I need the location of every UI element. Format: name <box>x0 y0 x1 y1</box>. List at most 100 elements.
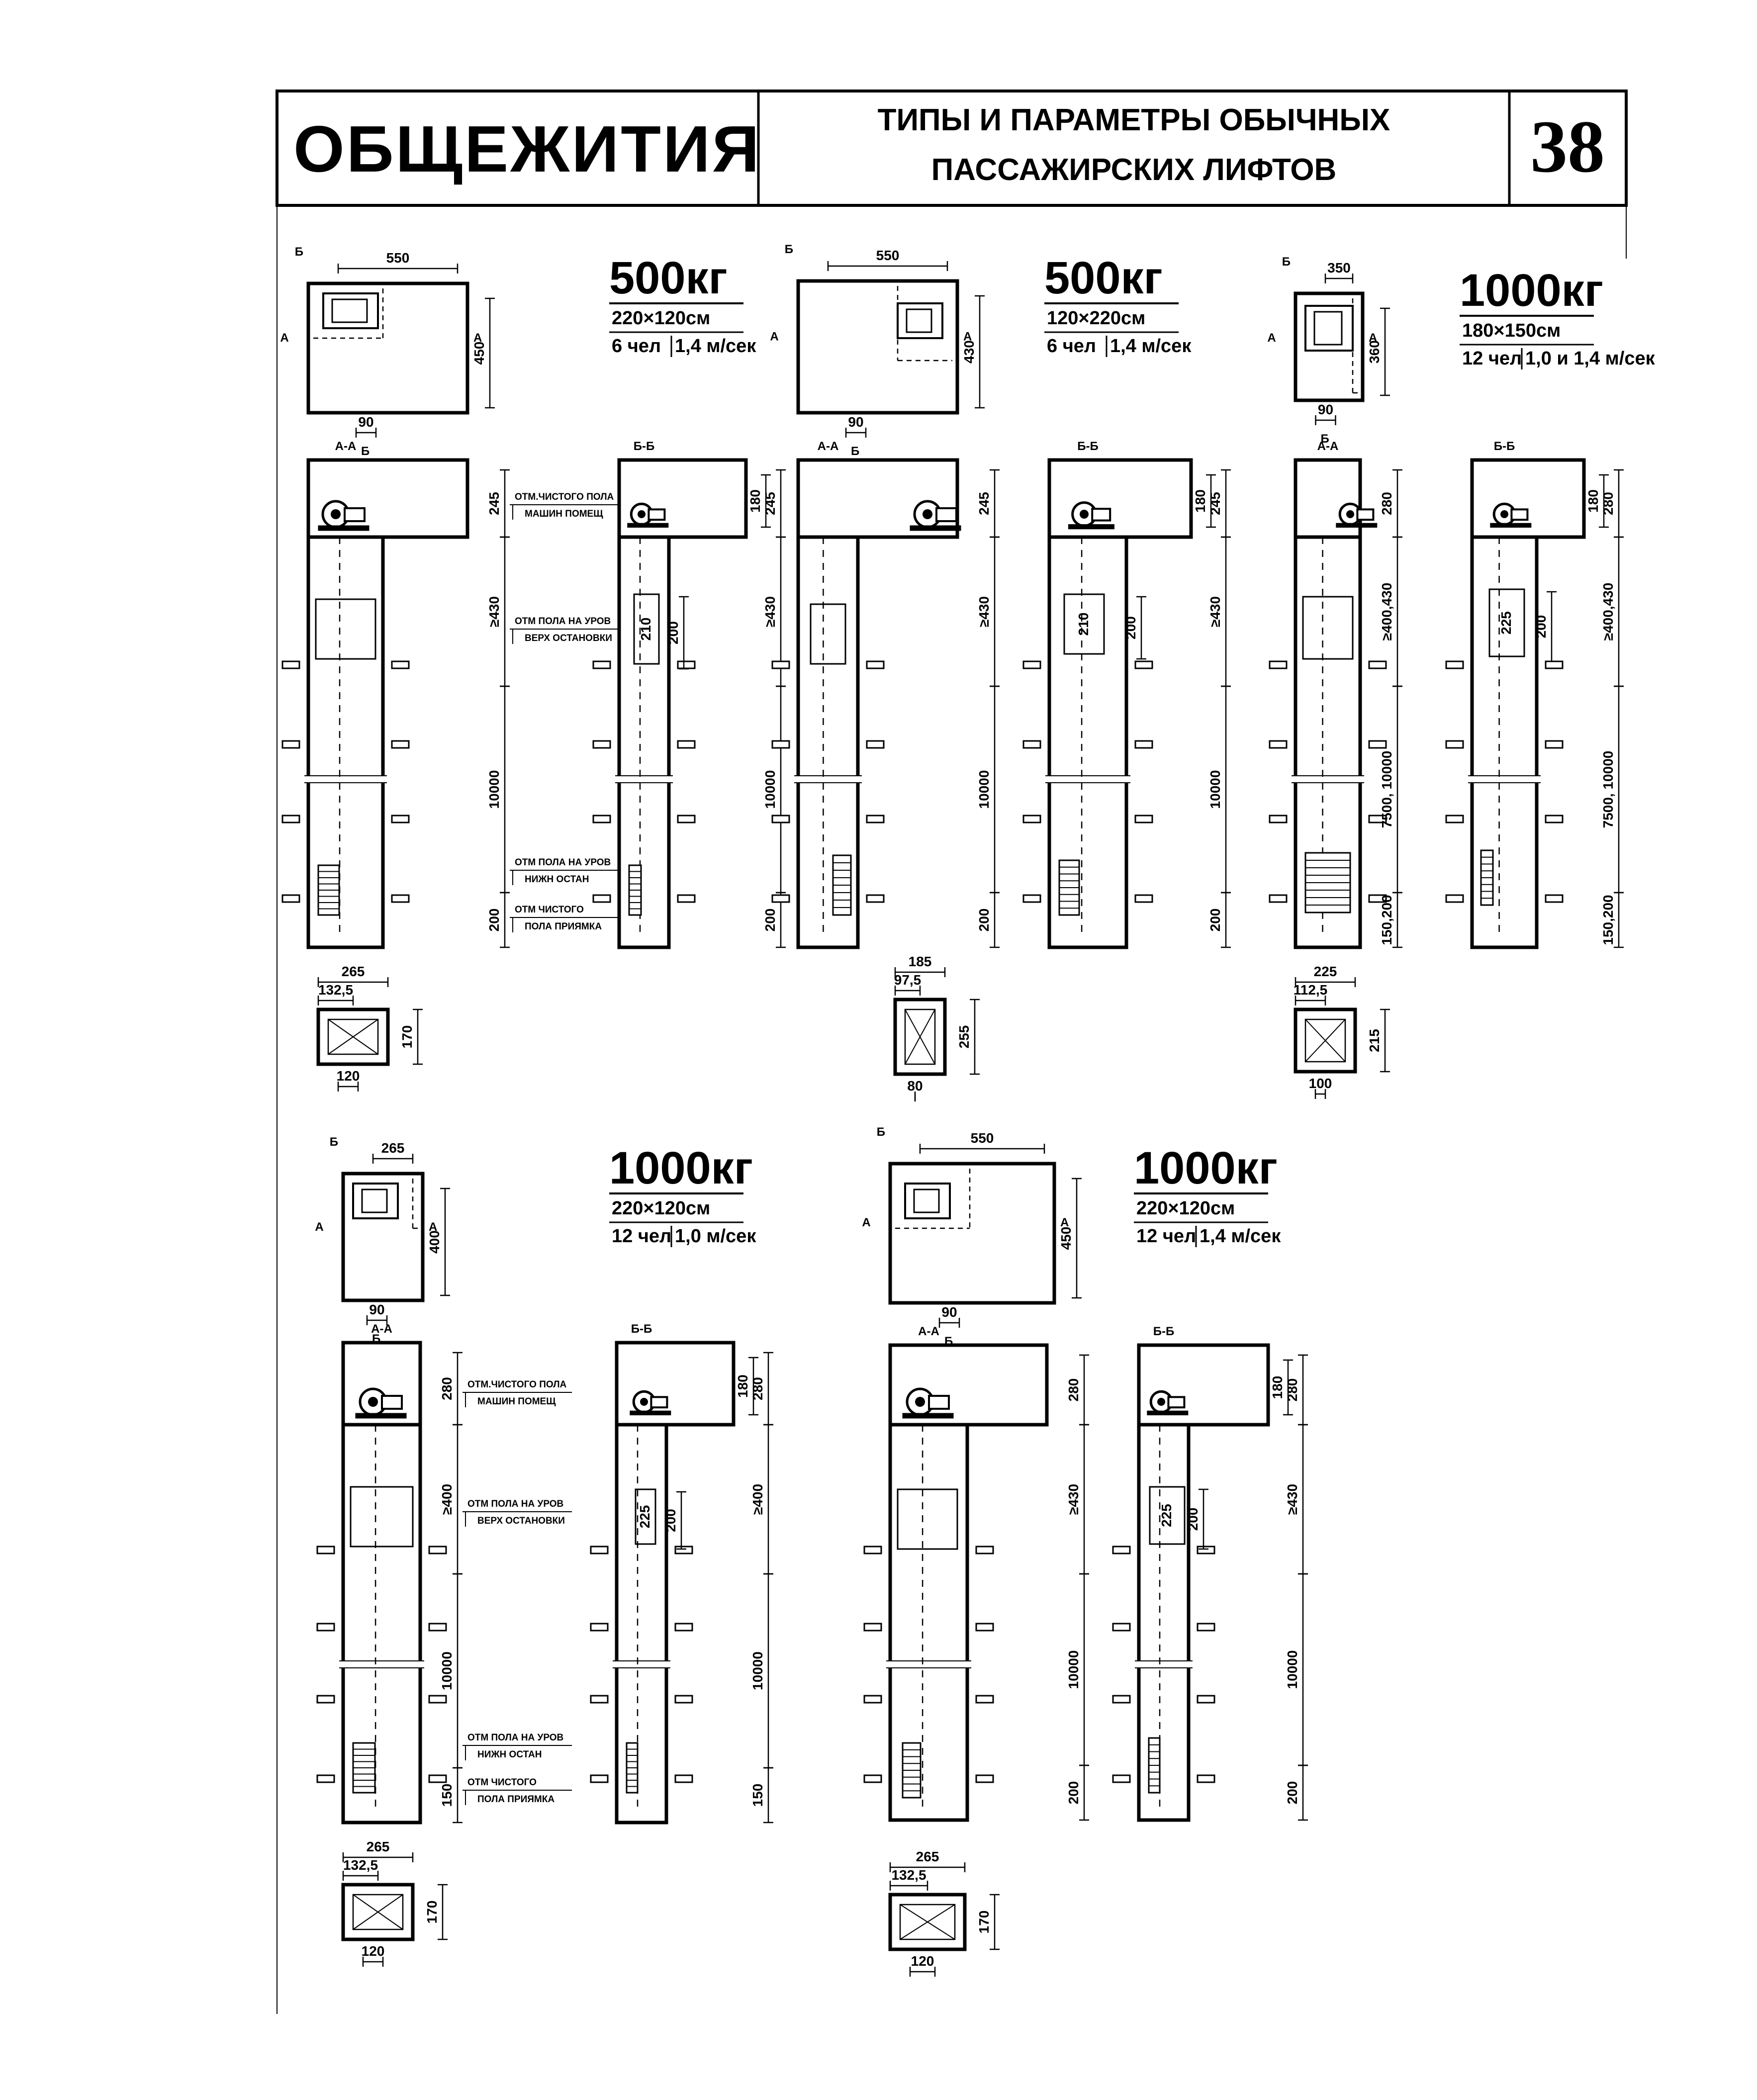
lift-2-cut-b-top: Б <box>785 243 793 256</box>
lift-4-section-bb-landing-right-0 <box>674 1546 693 1554</box>
lift-4-cut-a-left: А <box>315 1220 323 1234</box>
lift-2-section-bb-landing-right-1 <box>1134 740 1153 749</box>
lift-1-car-door-dim-label: 120 <box>337 1068 360 1084</box>
lift-1-speed: 1,4 м/сек <box>675 336 756 357</box>
lift-3-aa-pit-dim-label: 150,200 <box>1379 895 1394 945</box>
lift-5-section-aa-landing-right-3 <box>975 1774 994 1783</box>
lift-3-section-aa-landing-left-3 <box>1269 894 1288 903</box>
lift-5-cut-a-left: А <box>862 1216 870 1229</box>
lift-1-width-dim-label: 550 <box>386 250 410 266</box>
lift-3-section-bb-winch-frame <box>1490 523 1532 528</box>
lift-4-section-bb-winch-hub <box>640 1398 648 1406</box>
lift-4-section-bb-landing-left-1 <box>590 1623 609 1632</box>
lift-5-section-aa-shaft <box>888 1423 969 1822</box>
lift-5-section-bb-landing-right-3 <box>1197 1774 1215 1783</box>
lift-1-aa-machine-dim-label: 245 <box>486 492 502 515</box>
lift-3-car-width-dim-label: 225 <box>1314 964 1337 979</box>
lift-1-section-bb-landing-right-2 <box>677 815 696 823</box>
lift-5-car-diag-2 <box>900 1904 955 1940</box>
lift-1-section-aa-landing-left-3 <box>281 894 300 903</box>
lift-3-section-aa-landing-left-1 <box>1269 740 1288 749</box>
lift-4-bb-pit-dim-label: 150 <box>750 1784 765 1807</box>
lift-4-bb-door-dim-label: 200 <box>663 1509 678 1532</box>
lift-1-section-bb-landing-left-1 <box>592 740 611 749</box>
lift-1-section-bb-title: Б-Б <box>634 440 655 453</box>
lift-4-car-depth-dim-label: 170 <box>424 1901 440 1924</box>
lift-4-bb-travel-dim-label: 10000 <box>750 1651 765 1690</box>
lift-2-section-bb-landing-left-3 <box>1022 894 1041 903</box>
lift-5-section-bb-landing-right-2 <box>1197 1695 1215 1704</box>
lift-3-bb-machine-b-dim-label: 280 <box>1600 492 1616 515</box>
lift-5-bb-pit-dim-label: 200 <box>1285 1781 1300 1805</box>
lift-2-bb-car-label: 210 <box>1076 613 1091 636</box>
lift-4-car-diag-2 <box>353 1894 403 1930</box>
lift-1-note-2-a: ОТМ ПОЛА НА УРОВ <box>515 857 611 868</box>
lift-4-section-aa-landing-left-0 <box>316 1546 335 1554</box>
lift-3-cut-a-left: А <box>1267 331 1276 345</box>
lift-2-section-bb-break-gap <box>1045 776 1130 783</box>
lift-4-section-aa-winch-frame <box>355 1413 407 1419</box>
lift-3-machine-room-plan <box>1294 291 1365 402</box>
lift-2-section-aa-title: А-А <box>818 440 839 453</box>
lift-1-car-diag-2 <box>328 1019 378 1055</box>
lift-4-car-plan <box>341 1883 415 1941</box>
lift-2-bb-travel-dim-label: 10000 <box>1207 770 1223 809</box>
lift-2-aa-machine-dim-label: 245 <box>976 492 992 515</box>
lift-5-bb-machine-b-dim-label: 280 <box>1285 1378 1300 1402</box>
lift-1-note-3-b: ПОЛА ПРИЯМКА <box>525 921 602 932</box>
lift-4-section-bb-landing-left-2 <box>590 1695 609 1704</box>
lift-1-section-bb-shaft <box>617 535 671 949</box>
lift-3-section-aa-landing-right-0 <box>1368 660 1387 669</box>
lift-2-cut-b-bottom: Б <box>851 445 859 458</box>
lift-2-section-aa-winch-motor-body <box>935 507 957 522</box>
lift-2-car-depth-dim-label: 255 <box>956 1025 972 1049</box>
lift-5-speed: 1,4 м/сек <box>1200 1226 1281 1247</box>
page-title: ОБЩЕЖИТИЯ <box>293 112 761 185</box>
lift-1-section-bb-landing-left-0 <box>592 660 611 669</box>
lift-4-section-bb-landing-left-3 <box>590 1774 609 1783</box>
lift-1-section-bb-winch-hub <box>638 510 646 518</box>
lift-5-section-bb-winch-frame <box>1147 1410 1189 1416</box>
lift-3-car-inner <box>1304 1018 1346 1063</box>
lift-5-section-aa-winch-frame <box>902 1413 954 1419</box>
lift-1-section-aa-car <box>315 598 376 660</box>
lift-2-bb-top-dim-label: ≥430 <box>1207 596 1223 627</box>
lift-2-section-aa-machine-room <box>796 458 959 539</box>
lift-5-section-aa-break-gap <box>886 1661 971 1668</box>
lift-5-section-aa-landing-left-3 <box>863 1774 882 1783</box>
lift-2-speed: 1,4 м/сек <box>1110 336 1192 357</box>
sheet-number: 38 <box>1530 105 1605 188</box>
lift-2-cut-a-right: А <box>963 330 972 343</box>
lift-2-section-aa-landing-left-1 <box>771 740 790 749</box>
lift-4-note-2-b: НИЖН ОСТАН <box>477 1749 542 1760</box>
lift-3-section-aa-landing-left-0 <box>1269 660 1288 669</box>
lift-1-section-bb-landing-right-1 <box>677 740 696 749</box>
lift-2-section-bb-shaft <box>1047 535 1128 949</box>
lift-3-size: 180×150см <box>1462 320 1561 341</box>
lift-1-aa-top-dim-label: ≥430 <box>486 596 502 627</box>
lift-5-section-aa-winch-hub <box>915 1397 925 1407</box>
lift-5-bb-top-dim-label: ≥430 <box>1285 1484 1300 1515</box>
lift-1-section-aa-winch-motor-body <box>344 507 366 522</box>
lift-4-bb-machine-b-dim-label: 280 <box>750 1377 765 1400</box>
lift-2-bb-pit-dim-label: 200 <box>1207 909 1223 932</box>
lift-2-car-half-dim-label: 97,5 <box>894 972 922 988</box>
lift-3-car-plan <box>1294 1007 1357 1074</box>
lift-5-aa-pit-dim-label: 200 <box>1066 1781 1081 1805</box>
lift-1-bb-car-label: 210 <box>638 618 653 641</box>
lift-5-bb-travel-dim-label: 10000 <box>1285 1650 1300 1689</box>
lift-3-section-aa-break-gap <box>1292 776 1364 783</box>
lift-3-section-bb-winch-motor-body <box>1510 508 1529 521</box>
lift-3-aa-travel-dim-label: 7500, 10000 <box>1379 751 1394 828</box>
lift-2-section-aa-landing-left-3 <box>771 894 790 903</box>
lift-4-section-bb-shaft <box>615 1423 668 1825</box>
lift-4-car-half-dim-label: 132,5 <box>343 1857 378 1873</box>
lift-2-machine-room-plan <box>796 279 959 415</box>
lift-2-section-aa-car <box>810 603 846 665</box>
lift-4-note-3-a: ОТМ ЧИСТОГО <box>467 1777 537 1788</box>
